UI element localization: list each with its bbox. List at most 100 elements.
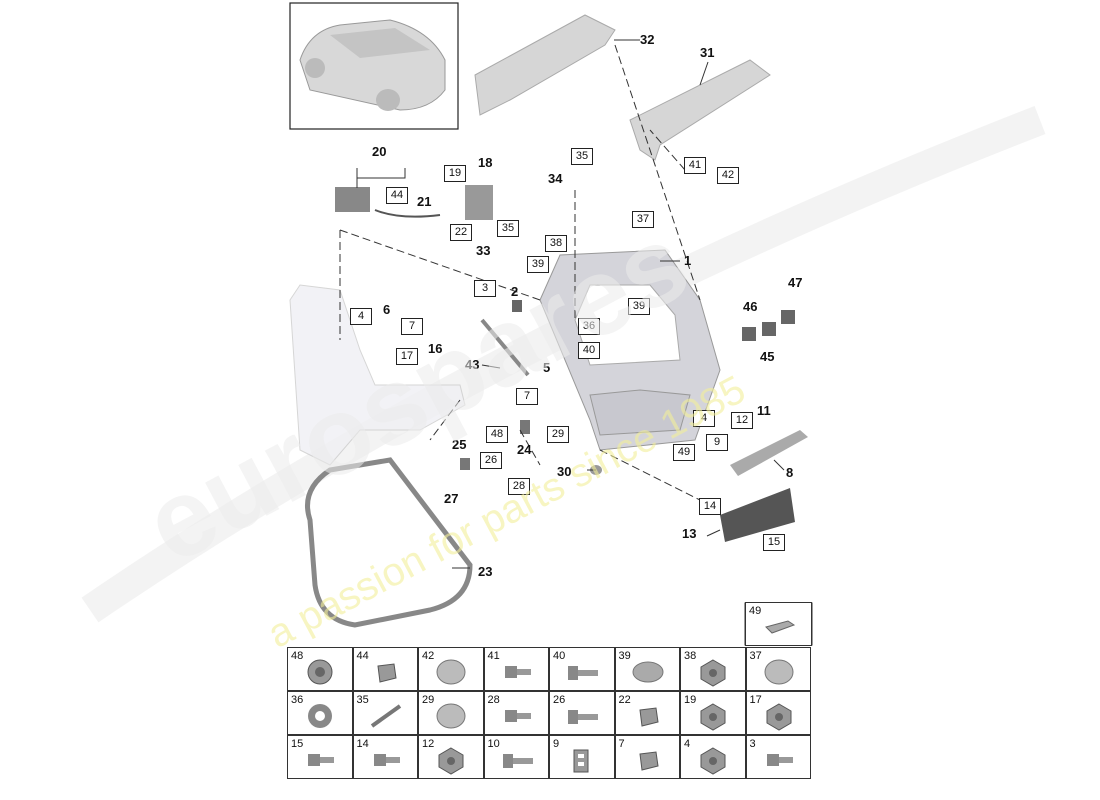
part-number: 36 xyxy=(291,694,304,706)
parts-cell-36: 36 xyxy=(287,691,353,735)
part-number: 29 xyxy=(422,694,435,706)
parts-cell-12: 12 xyxy=(418,735,484,779)
part-number: 39 xyxy=(618,650,631,662)
boxed-callout-41: 41 xyxy=(684,157,706,174)
bracket-icon xyxy=(573,749,589,773)
car-body-rear xyxy=(289,284,466,466)
part-number: 42 xyxy=(422,650,435,662)
parts-cell-39: 39 xyxy=(614,647,680,691)
parts-cell-40: 40 xyxy=(549,647,615,691)
boxed-callout-22: 22 xyxy=(450,224,472,241)
callout-21: 21 xyxy=(417,194,432,209)
car-thumbnail xyxy=(299,19,446,111)
boxed-callout-4a: 4 xyxy=(350,308,372,325)
part-number: 40 xyxy=(553,650,566,662)
cap-icon xyxy=(436,703,466,729)
parts-cell-42: 42 xyxy=(418,647,484,691)
hex-nut-icon xyxy=(700,747,726,775)
bolt-icon xyxy=(504,710,531,722)
bolt-icon xyxy=(504,666,531,678)
pin-icon xyxy=(370,704,401,728)
boxed-callout-38: 38 xyxy=(545,235,567,252)
boxed-callout-40: 40 xyxy=(578,342,600,359)
callout-27: 27 xyxy=(444,491,459,506)
callout-33: 33 xyxy=(476,243,491,258)
part-number: 3 xyxy=(749,738,756,750)
boxed-callout-39b: 39 xyxy=(628,298,650,315)
parts-cell-35: 35 xyxy=(352,691,418,735)
callout-24: 24 xyxy=(517,442,532,457)
boxed-callout-3: 3 xyxy=(474,280,496,297)
boxed-callout-17: 17 xyxy=(396,348,418,365)
boxed-callout-26: 26 xyxy=(480,452,502,469)
boxed-callout-29: 29 xyxy=(547,426,569,443)
part-number: 38 xyxy=(684,650,697,662)
actuator-18 xyxy=(465,185,493,220)
part-number: 48 xyxy=(291,650,304,662)
part-number: 26 xyxy=(553,694,566,706)
callout-46: 46 xyxy=(743,299,758,314)
callout-11: 11 xyxy=(757,403,771,418)
inset-frame xyxy=(289,2,459,130)
boxed-callout-39a: 39 xyxy=(527,256,549,273)
parts-cell-10: 10 xyxy=(483,735,549,779)
boxed-callout-37: 37 xyxy=(632,211,654,228)
callout-25: 25 xyxy=(452,437,467,452)
boxed-callout-35a: 35 xyxy=(571,148,593,165)
part-number: 14 xyxy=(356,738,369,750)
parts-cell-29: 29 xyxy=(418,691,484,735)
watermark-swoosh xyxy=(81,106,1046,623)
part-number: 7 xyxy=(618,738,625,750)
clip-icon xyxy=(376,663,397,683)
spoiler-32 xyxy=(474,14,616,116)
boxed-callout-4b: 4 xyxy=(693,410,715,427)
boxed-callout-12: 12 xyxy=(731,412,753,429)
callout-16: 16 xyxy=(428,341,443,356)
clip-icon xyxy=(638,707,659,727)
part-number: 9 xyxy=(553,738,560,750)
long-bolt-icon xyxy=(568,666,598,680)
cap-icon xyxy=(764,659,793,685)
cable-21 xyxy=(374,209,441,218)
part-number: 10 xyxy=(487,738,500,750)
callout-1: 1 xyxy=(684,253,692,268)
boxed-callout-49: 49 xyxy=(673,444,695,461)
boxed-callout-35b: 35 xyxy=(497,220,519,237)
strip-8 xyxy=(730,430,808,476)
long-bolt-icon xyxy=(568,710,598,724)
parts-cell-26: 26 xyxy=(549,691,615,735)
boxed-callout-15: 15 xyxy=(763,534,785,551)
hex-nut-icon xyxy=(700,659,726,687)
callout-31: 31 xyxy=(700,45,715,60)
parts-cell-3: 3 xyxy=(745,735,811,779)
part-number: 12 xyxy=(422,738,435,750)
callout-43: 43 xyxy=(465,357,480,372)
part-number: 28 xyxy=(487,694,500,706)
part-number: 15 xyxy=(291,738,304,750)
part-number: 4 xyxy=(684,738,691,750)
part-number: 22 xyxy=(618,694,631,706)
callout-30: 30 xyxy=(557,464,572,479)
parts-cell-22: 22 xyxy=(614,691,680,735)
seal-23 xyxy=(305,457,473,628)
boxed-callout-9: 9 xyxy=(706,434,728,451)
parts-cell-41: 41 xyxy=(483,647,549,691)
part-number: 41 xyxy=(487,650,500,662)
part-number: 19 xyxy=(684,694,697,706)
hex-nut-icon xyxy=(766,703,791,731)
plate-13 xyxy=(720,488,795,542)
callout-47: 47 xyxy=(788,275,803,290)
bolt-icon xyxy=(373,754,400,766)
parts-cell-9: 9 xyxy=(549,735,615,779)
boxed-callout-19: 19 xyxy=(444,165,466,182)
callout-20: 20 xyxy=(372,144,387,159)
boxed-callout-28: 28 xyxy=(508,478,530,495)
part-number: 17 xyxy=(749,694,762,706)
washer-icon xyxy=(308,704,332,728)
parts-cell-15: 15 xyxy=(287,735,353,779)
parts-cell-44: 44 xyxy=(352,647,418,691)
callout-32: 32 xyxy=(640,32,655,47)
grommet-icon xyxy=(307,659,333,685)
parts-cell-17: 17 xyxy=(745,691,811,735)
